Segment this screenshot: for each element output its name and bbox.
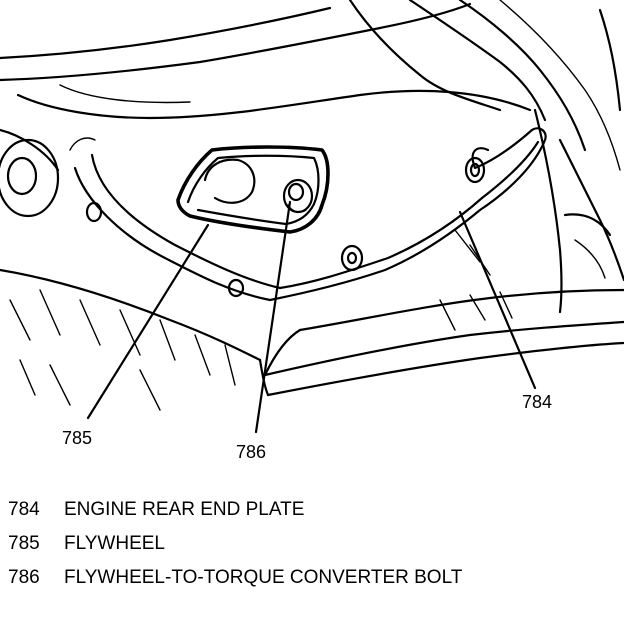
plate-hole-2 xyxy=(227,278,245,298)
lower-structure xyxy=(0,108,624,411)
legend-text: FLYWHEEL xyxy=(64,533,166,554)
legend: 784 ENGINE REAR END PLATE 785 FLYWHEEL 7… xyxy=(8,498,608,600)
leader-784 xyxy=(458,210,537,390)
leader-lines xyxy=(86,200,537,434)
leader-786 xyxy=(254,200,292,434)
callout-785: 785 xyxy=(62,428,92,448)
legend-code: 785 xyxy=(8,533,40,554)
legend-code: 786 xyxy=(8,567,40,588)
left-boss xyxy=(0,128,60,218)
legend-code: 784 xyxy=(8,499,40,520)
plate-hole-3 xyxy=(340,244,364,272)
legend-text: ENGINE REAR END PLATE xyxy=(64,499,305,520)
engine-block-outline xyxy=(0,0,622,171)
flywheel-opening xyxy=(176,145,330,234)
callout-786: 786 xyxy=(236,442,266,462)
legend-row-786: 786 FLYWHEEL-TO-TORQUE CONVERTER BOLT xyxy=(8,566,608,590)
legend-text: FLYWHEEL-TO-TORQUE CONVERTER BOLT xyxy=(64,567,463,588)
engine-rear-plate-diagram: 784 785 786 xyxy=(0,0,624,462)
rear-end-plate xyxy=(69,127,547,302)
leader-785 xyxy=(86,223,210,420)
plate-hole-1 xyxy=(85,201,103,223)
legend-row-785: 785 FLYWHEEL xyxy=(8,532,608,556)
plate-hole-4 xyxy=(464,156,486,184)
callout-784: 784 xyxy=(522,392,552,412)
legend-row-784: 784 ENGINE REAR END PLATE xyxy=(8,498,608,522)
